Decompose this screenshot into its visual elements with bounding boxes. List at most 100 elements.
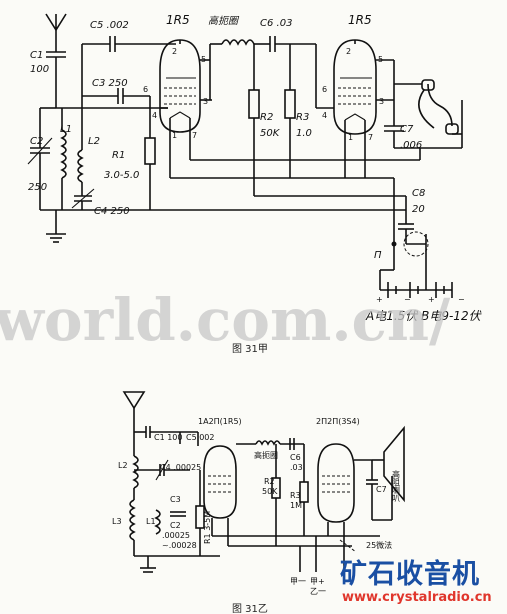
label-battery: A电1.5伏 B电9-12伏 [365, 309, 483, 323]
label-b-batt1: 甲一 [290, 577, 306, 586]
switch-icon [391, 178, 429, 290]
tube-b-1a2p [203, 445, 237, 546]
capacitor-c2 [27, 108, 53, 210]
label-b-c1: C1 100 [154, 433, 183, 442]
label-b-choke: 高扼圈 [254, 450, 278, 460]
diagram-b: C1 100 C5.002 L2 L3 L1 C4 .00025 C3 [112, 391, 405, 614]
label-r2: R2 [260, 112, 273, 123]
label-c5: C5 .002 [90, 20, 129, 31]
label-c6: C6 .03 [260, 18, 292, 29]
tube2-pin-4: 4 [322, 111, 327, 120]
label-b-c2-val2: ~.00028 [162, 541, 197, 550]
inductor-b-l3 [129, 499, 136, 556]
label-c3: C3 250 [92, 78, 128, 89]
label-c1: C1 [30, 50, 43, 61]
label-c2: C2 [30, 136, 43, 147]
resistor-r2 [248, 44, 260, 196]
svg-text:+: + [376, 295, 383, 304]
label-c7-val: .006 [400, 140, 422, 151]
tube1-pin-6: 6 [143, 85, 148, 94]
resistor-r1 [144, 96, 156, 210]
speaker-icon [372, 425, 405, 521]
capacitor-c5 [81, 36, 176, 108]
label-c1-val: 100 [30, 64, 49, 75]
label-b-batt2: 甲+ [310, 577, 325, 586]
label-b-r3: R3 [290, 491, 301, 500]
capacitor-c7 [384, 100, 404, 148]
label-b-c6: C6 [290, 453, 301, 462]
inductor-b-l1 [154, 509, 161, 535]
label-b-c3: C3 [170, 495, 181, 504]
tube-1r5-second [315, 39, 394, 178]
label-c8: C8 [412, 188, 425, 199]
label-b-l3: L3 [112, 517, 122, 526]
label-b-batt3: 乙一 [310, 587, 326, 596]
caption-b: 图 31乙 [232, 603, 268, 614]
capacitor-c6 [269, 36, 316, 52]
capacitor-c3 [82, 88, 150, 104]
label-b-c6-val: .03 [290, 463, 303, 472]
diagram-a: C1 100 C2 250 L1 L2 [27, 13, 483, 355]
logo-title: 矿石收音机 [340, 559, 480, 590]
label-b-c2: C2 [170, 521, 181, 530]
label-r1-val: 3.0-5.0 [104, 170, 139, 181]
label-l1: L1 [60, 124, 72, 135]
caption-a: 图 31甲 [232, 343, 268, 355]
antenna-icon [45, 13, 67, 52]
resistor-r3 [284, 44, 296, 178]
label-c7: C7 [400, 124, 414, 135]
antenna-icon-b [122, 391, 146, 432]
label-b-note: 25微法 [366, 540, 392, 550]
tube2-pin-7: 7 [368, 133, 373, 142]
label-tube1: 1R5 [166, 13, 190, 27]
watermark: world.com.cn/ [0, 286, 451, 354]
label-b-r3-val: 1M [290, 501, 302, 510]
label-b-l2: L2 [118, 461, 128, 470]
tube2-pin-6: 6 [322, 85, 327, 94]
tube2-pin-3: 3 [379, 97, 384, 106]
capacitor-c4 [71, 188, 95, 210]
label-c4: C4 250 [94, 206, 130, 217]
label-b-l1: L1 [146, 517, 156, 526]
label-b-tube1: 1A2П(1R5) [198, 417, 242, 426]
label-b-r1: R1 3-5M [203, 511, 212, 544]
label-switch: Π [374, 250, 382, 261]
tube2-pin-2: 2 [346, 47, 351, 56]
svg-text:+: + [428, 295, 435, 304]
label-b-c2-val: .00025 [162, 531, 190, 540]
label-b-speaker: 高阻喇叭 [392, 469, 401, 503]
tube1-pin-1: 1 [172, 131, 177, 140]
ground-icon [40, 209, 150, 243]
battery-icon: + − + − [376, 269, 465, 304]
label-r3-val: 1.0 [296, 128, 312, 139]
tube1-pin-3: 3 [203, 97, 208, 106]
inductor-b-l2 [132, 432, 139, 500]
label-b-r2: R2 [264, 477, 275, 486]
label-r3: R3 [296, 112, 309, 123]
label-r1: R1 [112, 150, 125, 161]
label-r2-val: 50K [260, 128, 281, 139]
site-logo: 矿石收音机 www.crystalradio.cn [340, 552, 500, 612]
inductor-l2 [77, 108, 84, 196]
label-tube2: 1R5 [348, 13, 372, 27]
label-b-r2-val: 50K [262, 487, 278, 496]
svg-text:−: − [404, 295, 411, 304]
tube1-pin-4: 4 [152, 111, 157, 120]
label-l2: L2 [88, 136, 100, 147]
label-b-tube2: 2П2П(3S4) [316, 417, 360, 426]
tube1-pin-7: 7 [192, 131, 197, 140]
tube-b-2p2p [317, 443, 372, 546]
svg-text:−: − [458, 295, 465, 304]
label-choke: 高扼圈 [208, 15, 240, 27]
label-b-c7: C7 [376, 485, 387, 494]
label-b-c4: C4 .00025 [160, 463, 201, 472]
label-c8-val: 20 [412, 204, 425, 215]
tube1-pin-2: 2 [172, 47, 177, 56]
tube-1r5-first [159, 39, 212, 178]
label-c2-val: 250 [28, 182, 47, 193]
choke-coil [210, 39, 270, 46]
capacitor-c1 [46, 51, 66, 108]
tube2-pin-1: 1 [348, 133, 353, 142]
